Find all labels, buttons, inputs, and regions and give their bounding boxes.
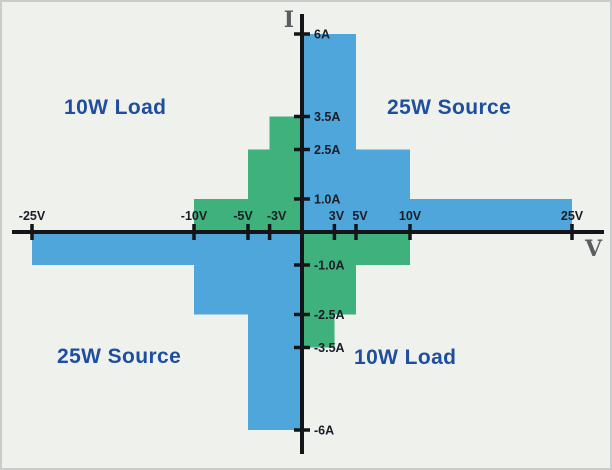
y-axis-letter: I [283, 7, 294, 33]
y-tick-label-3.5: 3.5A [314, 110, 340, 124]
x-tick-label-3: 3V [329, 209, 345, 223]
x-tick-label--25: -25V [19, 209, 46, 223]
x-tick-label--10: -10V [181, 209, 208, 223]
load-10w-quadrant4-step-0 [302, 232, 335, 348]
x-tick-label-25: 25V [561, 209, 584, 223]
load-10w-quadrant4-step-2 [356, 232, 410, 265]
y-tick-label--1: -1.0A [314, 259, 345, 273]
load-10w-quadrant2-step-1 [248, 149, 270, 232]
source-25w-quadrant1-step-2 [410, 199, 572, 232]
load-10w-quadrant2-step-2 [194, 199, 248, 232]
source-25w-quadrant1-step-0 [302, 34, 356, 232]
quadrant-label-bottom-left: 25W Source [57, 345, 182, 368]
quadrant-label-top-left: 10W Load [64, 96, 167, 119]
y-tick-label-2.5: 2.5A [314, 143, 340, 157]
y-tick-label-1: 1.0A [314, 193, 340, 207]
load-10w-quadrant4-step-1 [334, 232, 356, 315]
x-tick-label-5: 5V [352, 209, 368, 223]
load-10w-quadrant2-step-0 [269, 116, 302, 232]
quadrant-label-top-right: 25W Source [387, 96, 512, 119]
y-tick-label--2.5: -2.5A [314, 308, 345, 322]
source-25w-quadrant3-step-2 [32, 232, 194, 265]
source-25w-quadrant3-step-0 [248, 232, 302, 430]
source-25w-quadrant1-step-1 [356, 149, 410, 232]
x-tick-label--5: -5V [233, 209, 253, 223]
quadrant-label-bottom-right: 10W Load [354, 346, 457, 369]
x-tick-label-10: 10V [399, 209, 422, 223]
x-tick-label--3: -3V [267, 209, 287, 223]
x-axis-letter: V [585, 236, 603, 262]
source-25w-quadrant3-step-1 [194, 232, 248, 315]
y-tick-label-6: 6A [314, 28, 330, 42]
y-tick-label--3.5: -3.5A [314, 341, 345, 355]
y-tick-label--6: -6A [314, 424, 334, 438]
